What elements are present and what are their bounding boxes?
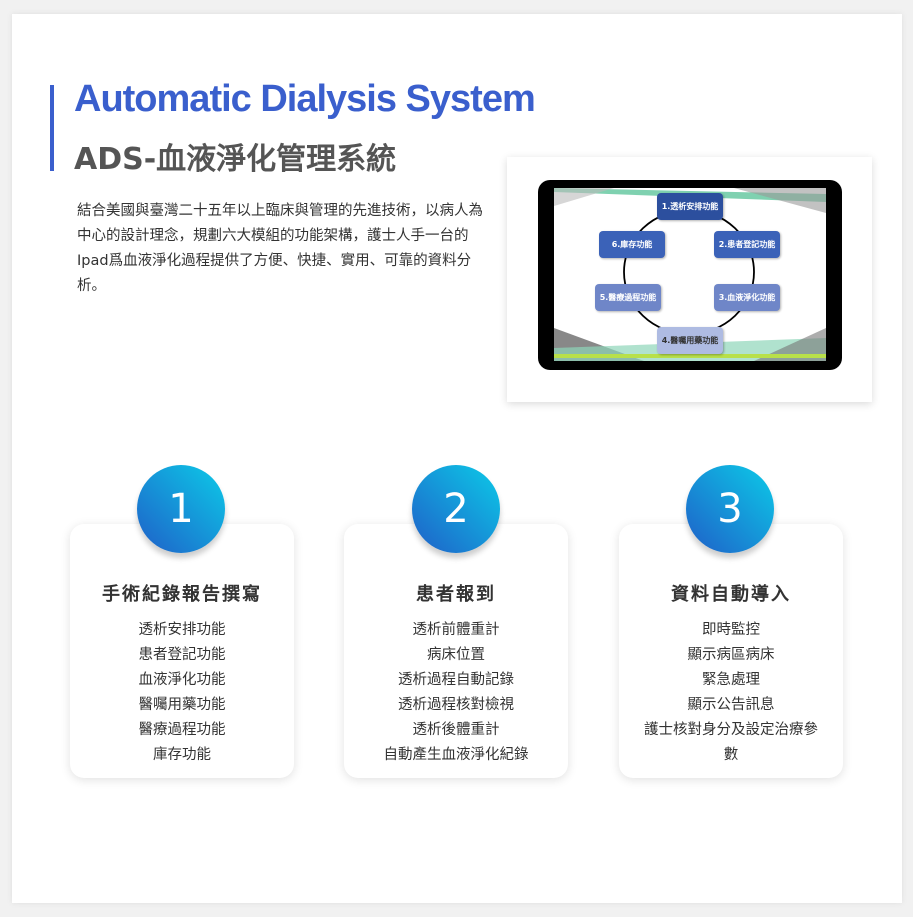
list-item: 透析安排功能 <box>138 622 226 638</box>
feature-card-1: 手術紀錄報告撰寫 透析安排功能 患者登記功能 血液淨化功能 醫囑用藥功能 醫療過… <box>70 524 294 778</box>
description: 結合美國與臺灣二十五年以上臨床與管理的先進技術，以病人為中心的設計理念，規劃六大… <box>77 203 483 294</box>
diagram-node-2: 2.患者登記功能 <box>714 231 780 258</box>
card-title: 資料自動導入 <box>671 584 791 605</box>
page-title: Automatic Dialysis System <box>74 78 536 120</box>
list-item: 血液淨化功能 <box>138 672 226 688</box>
list-item: 即時監控 <box>702 622 760 638</box>
list-item: 透析後體重計 <box>412 722 500 738</box>
list-item: 透析過程自動記錄 <box>398 672 514 688</box>
diagram-node-4: 4.醫囑用藥功能 <box>657 327 723 354</box>
diagram-node-6: 6.庫存功能 <box>599 231 665 258</box>
step-number-2: 2 <box>412 465 500 553</box>
list-item: 庫存功能 <box>153 747 211 763</box>
diagram-node-3: 3.血液淨化功能 <box>714 284 780 311</box>
list-item: 透析過程核對檢視 <box>398 697 514 713</box>
list-item: 顯示病區病床 <box>687 647 775 663</box>
list-item: 自動產生血液淨化紀錄 <box>383 747 529 763</box>
list-item: 緊急處理 <box>702 672 760 688</box>
page-subtitle: ADS-血液淨化管理系統 <box>74 142 397 177</box>
ipad-diagram-image: 1.透析安排功能 2.患者登記功能 3.血液淨化功能 4.醫囑用藥功能 5.醫療… <box>507 157 872 402</box>
card-title: 手術紀錄報告撰寫 <box>102 584 262 605</box>
list-item: 透析前體重計 <box>412 622 500 638</box>
step-number-1: 1 <box>137 465 225 553</box>
list-item: 顯示公告訊息 <box>687 697 775 713</box>
list-item: 醫療過程功能 <box>138 722 226 738</box>
feature-card-2: 患者報到 透析前體重計 病床位置 透析過程自動記錄 透析過程核對檢視 透析後體重… <box>344 524 568 778</box>
tablet-frame: 1.透析安排功能 2.患者登記功能 3.血液淨化功能 4.醫囑用藥功能 5.醫療… <box>538 180 842 370</box>
list-item: 醫囑用藥功能 <box>138 697 226 713</box>
list-item: 病床位置 <box>427 647 485 663</box>
list-item: 護士核對身分及設定治療參數 <box>644 722 818 763</box>
tablet-screen: 1.透析安排功能 2.患者登記功能 3.血液淨化功能 4.醫囑用藥功能 5.醫療… <box>554 188 826 361</box>
feature-card-3: 資料自動導入 即時監控 顯示病區病床 緊急處理 顯示公告訊息 護士核對身分及設定… <box>619 524 843 778</box>
step-number-3: 3 <box>686 465 774 553</box>
diagram-node-1: 1.透析安排功能 <box>657 193 723 220</box>
title-accent-bar <box>50 85 54 171</box>
diagram-node-5: 5.醫療過程功能 <box>595 284 661 311</box>
list-item: 患者登記功能 <box>138 647 226 663</box>
card-title: 患者報到 <box>416 584 496 605</box>
